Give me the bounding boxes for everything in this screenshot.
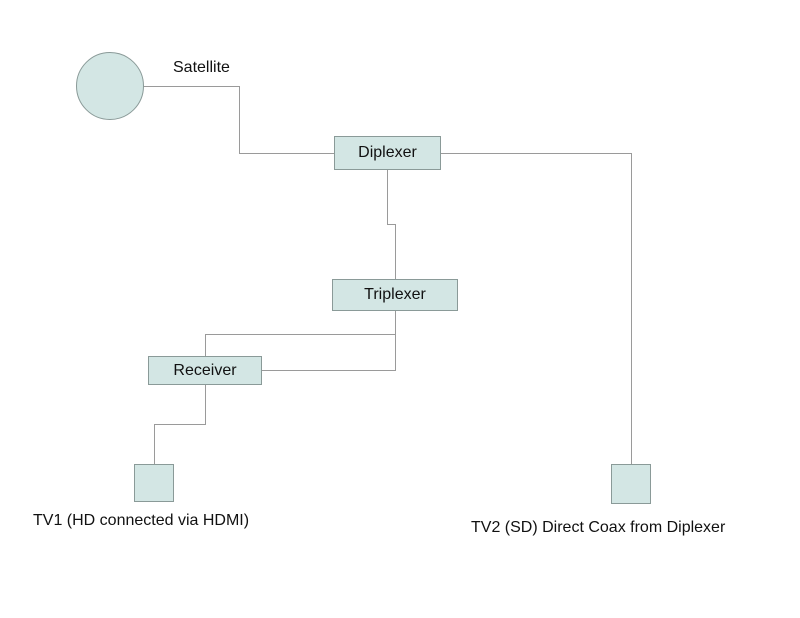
diplexer-to-tv2-line xyxy=(441,153,632,464)
diplexer-label: Diplexer xyxy=(358,144,417,161)
satellite-to-diplexer-line xyxy=(143,86,334,154)
triplexer-to-receiver-side-line xyxy=(262,334,396,371)
diplexer-to-triplexer-line xyxy=(387,170,396,279)
diplexer-box: Diplexer xyxy=(334,136,441,170)
triplexer-to-receiver-top-line xyxy=(205,311,396,356)
receiver-box: Receiver xyxy=(148,356,262,385)
receiver-label: Receiver xyxy=(173,361,237,379)
tv1-box xyxy=(134,464,174,502)
tv2-label: TV2 (SD) Direct Coax from Diplexer xyxy=(471,519,726,536)
triplexer-box: Triplexer xyxy=(332,279,458,311)
triplexer-label: Triplexer xyxy=(364,286,426,303)
receiver-to-tv1-line xyxy=(154,385,206,464)
satellite-label: Satellite xyxy=(173,59,230,76)
tv2-box xyxy=(611,464,651,504)
satellite-dish-circle xyxy=(76,52,144,120)
tv1-label: TV1 (HD connected via HDMI) xyxy=(33,512,250,529)
